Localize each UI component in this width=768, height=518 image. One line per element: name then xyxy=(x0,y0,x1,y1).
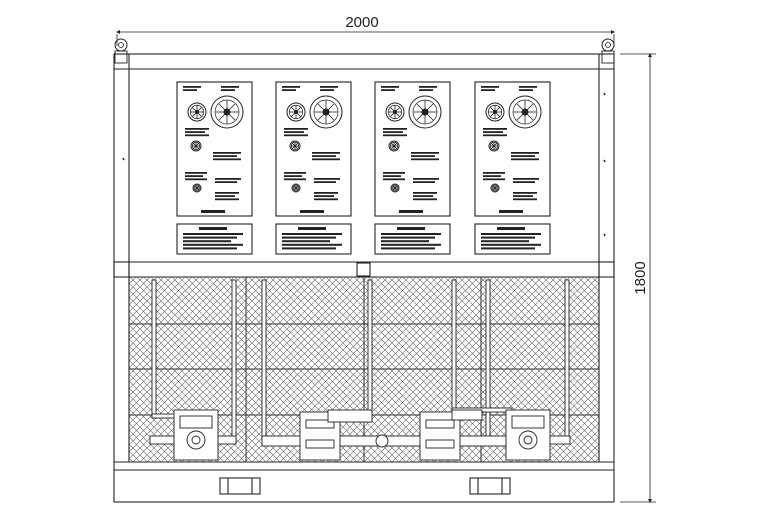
panel-header-text xyxy=(419,86,437,91)
section-label-text xyxy=(215,192,239,201)
small-valve-icon xyxy=(390,183,400,193)
small-pressure-gauge-icon xyxy=(485,102,505,122)
instrument-panel-3 xyxy=(374,81,451,255)
small-pressure-gauge-icon xyxy=(187,102,207,122)
section-label-text xyxy=(513,192,537,201)
width-dimension-label: 2000 xyxy=(345,14,378,31)
section-label-text xyxy=(185,172,207,181)
gauge-label-text xyxy=(185,128,209,137)
gauge-label-text xyxy=(383,128,407,137)
valve-icon xyxy=(289,140,301,152)
nameplate xyxy=(275,223,352,255)
panel-header-text xyxy=(183,86,201,91)
section-label-text xyxy=(483,172,505,181)
section-label-text xyxy=(413,192,437,201)
small-pressure-gauge-icon xyxy=(286,102,306,122)
instrument-panel-1 xyxy=(176,81,253,255)
main-frame xyxy=(113,53,615,503)
panel-header-text xyxy=(320,86,338,91)
section-label-text xyxy=(383,172,405,181)
large-pressure-gauge-icon xyxy=(309,95,343,129)
small-valve-icon xyxy=(490,183,500,193)
section-label-text xyxy=(413,178,439,183)
panel-header-text xyxy=(481,86,499,91)
height-dimension-label: 1800 xyxy=(632,261,649,294)
height-dimension: 1800 xyxy=(620,53,656,503)
nameplate xyxy=(374,223,451,255)
section-label-text xyxy=(513,178,539,183)
valve-label-text xyxy=(411,152,439,161)
gauge-label-text xyxy=(284,128,308,137)
section-label-text xyxy=(215,178,241,183)
nameplate xyxy=(176,223,253,255)
width-dimension: 2000 xyxy=(116,14,615,46)
panel-header-text xyxy=(519,86,537,91)
large-pressure-gauge-icon xyxy=(408,95,442,129)
small-valve-icon xyxy=(291,183,301,193)
lifting-lug-left xyxy=(114,38,128,64)
panel-header-text xyxy=(282,86,300,91)
valve-label-text xyxy=(511,152,539,161)
valve-label-text xyxy=(312,152,340,161)
gauge-label-text xyxy=(483,128,507,137)
valve-icon xyxy=(488,140,500,152)
instrument-panel-2 xyxy=(275,81,352,255)
small-pressure-gauge-icon xyxy=(385,102,405,122)
valve-icon xyxy=(388,140,400,152)
lifting-lug-right xyxy=(601,38,615,64)
section-label-text xyxy=(314,178,340,183)
panel-header-text xyxy=(381,86,399,91)
small-valve-icon xyxy=(192,183,202,193)
section-label-text xyxy=(314,192,338,201)
nameplate xyxy=(474,223,551,255)
instrument-panels xyxy=(176,81,551,255)
valve-icon xyxy=(190,140,202,152)
panel-header-text xyxy=(221,86,239,91)
valve-label-text xyxy=(213,152,241,161)
section-label-text xyxy=(284,172,306,181)
piping-equipment xyxy=(149,279,571,461)
instrument-panel-4 xyxy=(474,81,551,255)
large-pressure-gauge-icon xyxy=(508,95,542,129)
large-pressure-gauge-icon xyxy=(210,95,244,129)
